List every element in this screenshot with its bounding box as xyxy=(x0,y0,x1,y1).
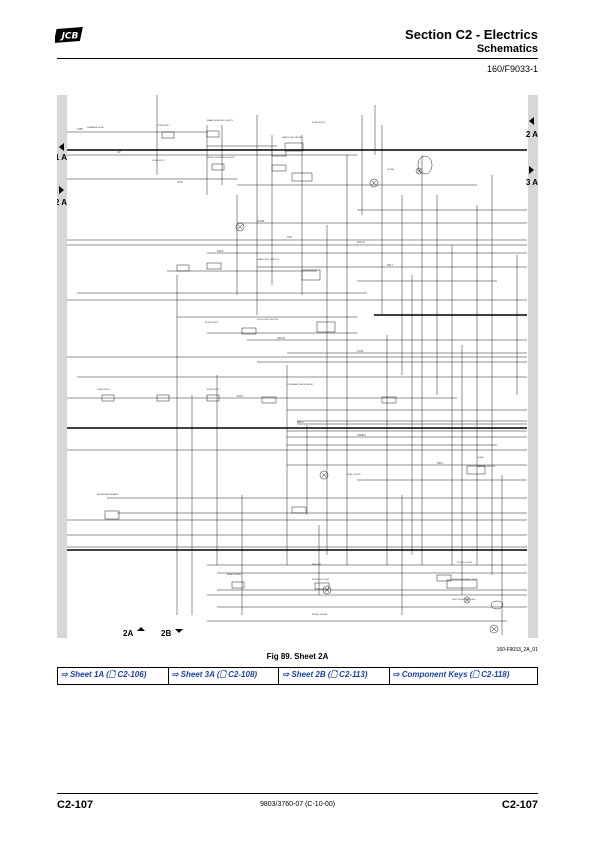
arrow-right-icon: ⇨ xyxy=(392,670,402,679)
figure-ref: 160-F9033_2A_01 xyxy=(496,647,538,653)
wire-code: 62 RW xyxy=(257,220,265,223)
schematic-label: REAR WIPER xyxy=(227,573,241,576)
wire-code: 8 P xyxy=(117,151,121,154)
connector-2a-right: 2 A xyxy=(526,117,538,139)
schematic-label: WORK LIGHTS xyxy=(457,562,473,564)
schematic-label: FUSE BOX D xyxy=(97,389,111,391)
page-icon: 🗋 xyxy=(472,670,479,679)
svg-text:2 A: 2 A xyxy=(57,198,67,207)
figure-caption: Fig 89. Sheet 2A xyxy=(266,652,329,661)
page-icon: 🗋 xyxy=(108,670,116,679)
wire-code: 79 N xyxy=(287,236,292,239)
wire-code: 240 GU xyxy=(277,337,286,340)
page-icon: 🗋 xyxy=(219,670,226,679)
connector-1a: 1 A xyxy=(57,143,67,162)
link-sheet-2b[interactable]: ⇨ Sheet 2B (🗋 C2-113) xyxy=(278,667,390,685)
jcb-logo-icon: JCB xyxy=(55,27,83,43)
figure-id: 160/F9033-1 xyxy=(486,64,538,74)
schematic-label: HAZARD SWITCH xyxy=(477,465,496,468)
wire-code: 708 BW xyxy=(357,434,366,437)
footer-divider xyxy=(57,793,538,794)
schematic-label: HEADLIGHT SWITCH xyxy=(257,258,279,261)
page-number-right: C2-107 xyxy=(501,799,538,811)
schematic-label: FUSE BOX C xyxy=(207,389,221,391)
wiring-schematic: SPEAKER FUSE FUSE BOX 2 FUSE BOX 3 REAR WOR… xyxy=(57,95,538,638)
header-divider xyxy=(57,58,538,59)
arrow-right-icon: ⇨ xyxy=(61,670,70,679)
arrow-right-icon: ⇨ xyxy=(171,670,181,679)
wire-code: 622 O xyxy=(297,421,304,424)
page-icon: 🗋 xyxy=(330,670,337,679)
section-title: Section C2 - Electrics xyxy=(405,27,538,42)
link-sheet-1a[interactable]: ⇨ Sheet 1A (🗋 C2-106) xyxy=(57,667,169,685)
schematic-label: SIDE LIGHTS xyxy=(347,474,361,476)
connector-2b-bottom: 2B xyxy=(161,629,183,638)
cross-reference-links: ⇨ Sheet 1A (🗋 C2-106) ⇨ Sheet 3A (🗋 C2-1… xyxy=(57,667,539,685)
schematic-label: FUSE BOX 2 xyxy=(157,125,171,127)
wire-code: 514 U xyxy=(237,395,244,398)
schematic-label: FUSE BOX B xyxy=(312,122,326,124)
wire-code: 196 Y xyxy=(387,264,394,267)
schematic-label: LEFT WORKING LIGHT xyxy=(452,599,476,601)
wire-code: 815 G xyxy=(437,462,444,465)
schematic-label: RIGHT WORKING LIGHT xyxy=(452,579,478,581)
svg-text:2B: 2B xyxy=(161,629,171,638)
schematic-label: FRONT WIPER xyxy=(312,614,328,616)
wire-code: 150 R xyxy=(217,250,224,253)
schematic-label: DIODE xyxy=(387,169,394,171)
wire-code: 4 RB xyxy=(77,128,83,131)
svg-text:1 A: 1 A xyxy=(57,153,67,162)
wire-code: 411 B xyxy=(357,350,363,353)
section-subtitle: Schematics xyxy=(476,43,538,55)
schematic-label: REAR WORKING LIGHTS xyxy=(207,119,233,122)
schematic-label: FORWARD DRIVE RELAY xyxy=(287,383,314,386)
schematic-label: FUSE BOX E xyxy=(205,322,219,324)
svg-text:2 A: 2 A xyxy=(526,130,538,139)
document-number: 9803/3760-07 (C-10-00) xyxy=(259,801,336,808)
schematic-label: SPEAKER FUSE xyxy=(87,126,104,129)
schematic-label: REVERSING ALARM xyxy=(97,493,118,496)
arrow-right-icon: ⇨ xyxy=(282,670,292,679)
link-component-keys[interactable]: ⇨ Component Keys (🗋 C2-118) xyxy=(388,667,539,685)
schematic-label: HORN xyxy=(477,457,484,459)
link-sheet-3a[interactable]: ⇨ Sheet 3A (🗋 C2-108) xyxy=(167,667,280,685)
schematic-label: BEACON xyxy=(312,563,322,566)
connector-2a-bottom: 2A xyxy=(123,627,145,638)
svg-text:JCB: JCB xyxy=(60,32,79,42)
schematic-label: HEADLIGHT RELAY xyxy=(282,136,303,139)
connector-2a-left: 2 A xyxy=(57,186,67,207)
svg-text:2A: 2A xyxy=(123,629,133,638)
wire-code: 16 W xyxy=(177,181,183,184)
schematic-label: FUSE BOX 3 xyxy=(152,160,166,162)
wire-code: 101 LG xyxy=(357,241,365,244)
page-number-left: C2-107 xyxy=(57,799,94,811)
connector-3a: 3 A xyxy=(526,166,538,187)
schematic-label: FOG LIGHT SWITCH xyxy=(257,319,278,321)
schematic-label: INTERIOR LIGHT xyxy=(312,579,330,581)
schematic-label: FRONT WORKING LIGHTS xyxy=(207,157,235,159)
svg-text:3 A: 3 A xyxy=(526,178,538,187)
